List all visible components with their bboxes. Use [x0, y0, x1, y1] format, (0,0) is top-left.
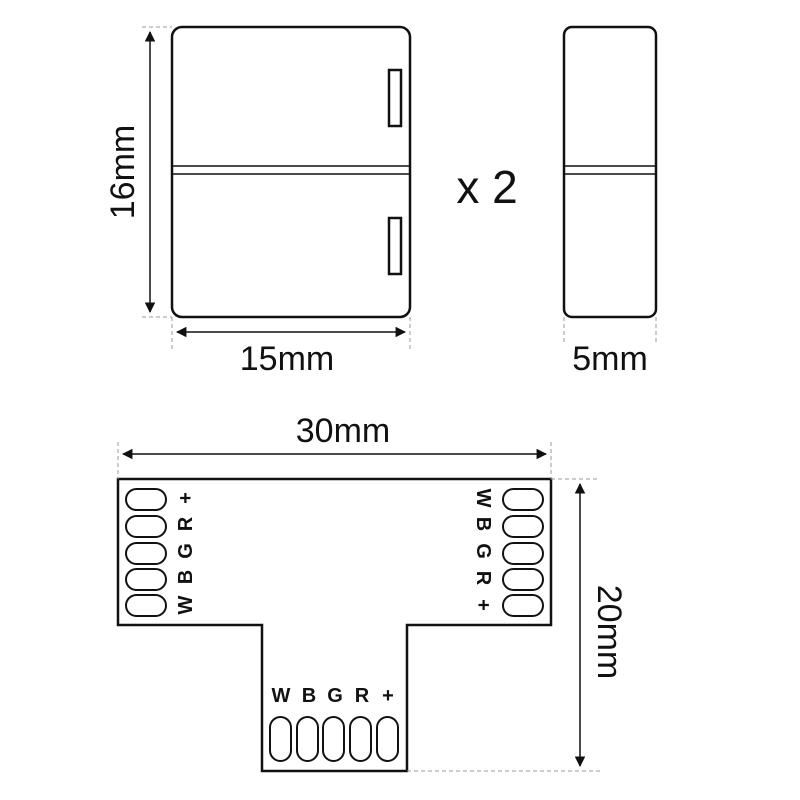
solder-pad	[269, 716, 292, 762]
connector-depth-label: 5mm	[572, 340, 648, 378]
left-pin-labels: + R G B W	[175, 492, 197, 614]
board-height-label: 20mm	[590, 585, 628, 679]
solder-pad	[125, 488, 167, 511]
connector-latch-top	[387, 68, 403, 128]
board-height-dimension: 20mm	[407, 478, 628, 772]
solder-pad	[349, 716, 372, 762]
connector-depth-dimension: 5mm	[563, 317, 657, 378]
solder-pad	[502, 568, 544, 591]
solder-pad	[125, 515, 167, 538]
pin-label: R	[175, 516, 197, 531]
solder-pad	[502, 542, 544, 565]
solder-pad	[296, 716, 319, 762]
bottom-pad-group	[269, 716, 399, 762]
left-pad-group	[125, 488, 167, 617]
pin-label: +	[382, 685, 394, 707]
pin-label: +	[472, 599, 494, 611]
pin-label: B	[175, 570, 197, 584]
solder-pad	[125, 594, 167, 617]
pin-label: G	[327, 685, 343, 707]
board-width-label: 30mm	[296, 412, 390, 450]
board-width-dimension: 30mm	[117, 412, 552, 479]
pin-label: R	[472, 571, 494, 586]
solder-pad	[125, 542, 167, 565]
connector-side-view	[562, 25, 658, 319]
solder-pad	[502, 594, 544, 617]
pin-label: W	[175, 595, 197, 614]
right-pad-group	[502, 488, 544, 617]
solder-pad	[376, 716, 399, 762]
right-pin-labels: W B G R +	[472, 489, 494, 611]
pin-label: W	[272, 685, 291, 707]
solder-pad	[322, 716, 345, 762]
connector-height-dimension: 16mm	[104, 26, 172, 318]
connector-front-view	[170, 25, 412, 319]
pin-label: G	[175, 543, 197, 559]
connector-width-label: 15mm	[240, 340, 334, 378]
connector-width-dimension: 15mm	[171, 317, 411, 378]
connector-height-label: 16mm	[104, 125, 142, 219]
solder-pad	[502, 488, 544, 511]
solder-pad	[502, 515, 544, 538]
pin-label: G	[472, 543, 494, 559]
bottom-pin-labels: W B G R +	[272, 685, 394, 707]
connector-latch-bottom	[387, 216, 403, 276]
pin-label: B	[472, 517, 494, 531]
pin-label: +	[175, 492, 197, 504]
solder-pad	[125, 568, 167, 591]
pin-label: B	[302, 685, 316, 707]
pin-label: W	[472, 489, 494, 508]
quantity-multiplier: x 2	[456, 161, 517, 213]
pin-label: R	[355, 685, 370, 707]
